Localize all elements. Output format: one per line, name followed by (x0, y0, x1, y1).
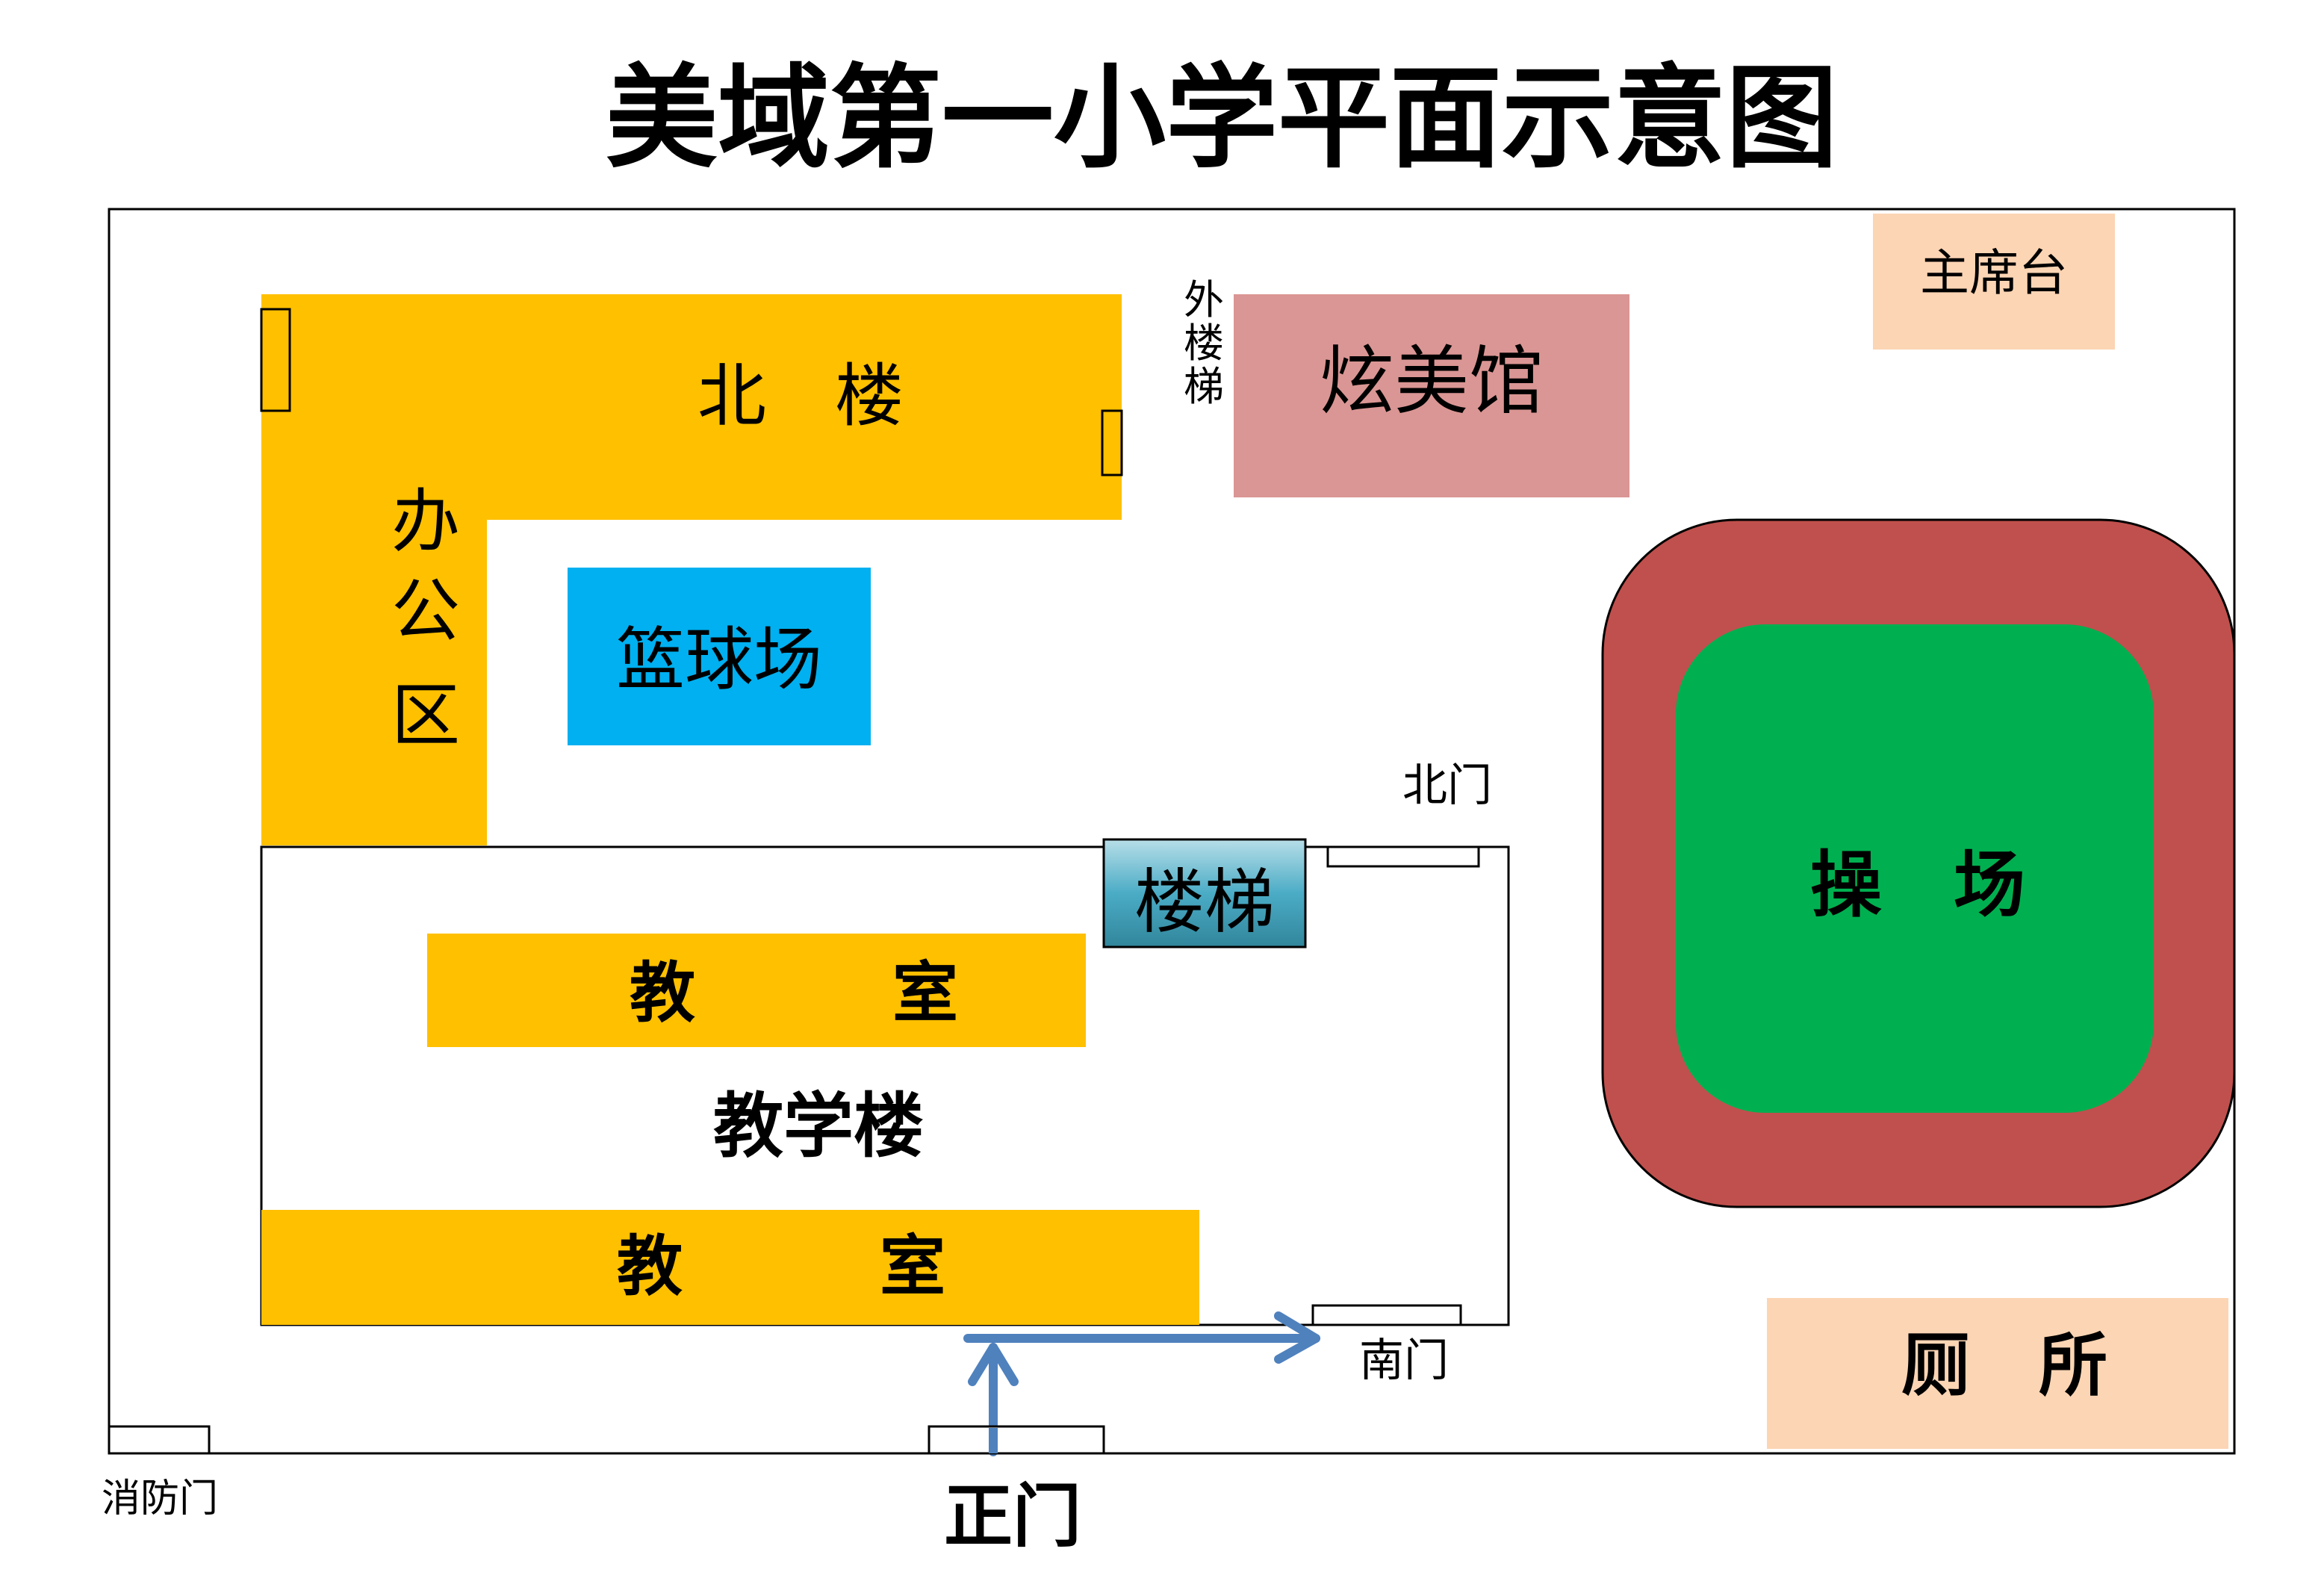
classroom-upper[interactable] (427, 934, 1086, 1047)
toilet-label: 厕 所 (1901, 1325, 2107, 1406)
main-gate[interactable] (928, 1425, 1105, 1455)
south-door[interactable] (1311, 1304, 1462, 1326)
outer-stairs-label-3: 梯 (1184, 363, 1224, 410)
basketball-court-label: 篮球场 (616, 620, 822, 700)
north-door[interactable] (1326, 845, 1480, 868)
office-label-2: 公 (391, 571, 460, 651)
stairs[interactable] (1102, 838, 1307, 948)
podium-label: 主席台 (1920, 244, 2068, 302)
main-gate-label: 正门 (944, 1476, 1081, 1556)
north-building-door-left (260, 308, 291, 412)
south-door-label: 南门 (1359, 1335, 1449, 1387)
office-area[interactable] (261, 294, 487, 845)
fire-exit[interactable] (108, 1425, 211, 1455)
north-door-label: 北门 (1402, 760, 1492, 812)
sports-field[interactable] (1676, 624, 2154, 1113)
classroom-upper-label: 教 室 (630, 954, 958, 1031)
podium[interactable] (1873, 214, 2115, 350)
map-title: 美域第一小学平面示意图 (606, 54, 1838, 184)
playground-label: 操 场 (1810, 842, 2025, 927)
art-hall[interactable] (1234, 294, 1629, 497)
classroom-lower[interactable] (261, 1210, 1199, 1325)
basketball-court[interactable] (568, 568, 871, 745)
north-building-door-right (1101, 409, 1123, 476)
art-hall-label: 炫美馆 (1320, 338, 1544, 425)
teaching-building-label: 教学楼 (713, 1085, 924, 1167)
fire-exit-label: 消防门 (102, 1477, 218, 1521)
office-label-3: 区 (391, 676, 460, 756)
north-building-label: 北 楼 (697, 356, 904, 436)
stairs-label: 楼梯 (1134, 862, 1275, 943)
classroom-lower-label: 教 室 (617, 1227, 945, 1305)
toilet[interactable] (1767, 1298, 2228, 1449)
office-label-1: 办 (391, 482, 460, 562)
outer-stairs-label-1: 外 (1184, 276, 1224, 323)
outer-stairs-label-2: 楼 (1184, 320, 1224, 367)
